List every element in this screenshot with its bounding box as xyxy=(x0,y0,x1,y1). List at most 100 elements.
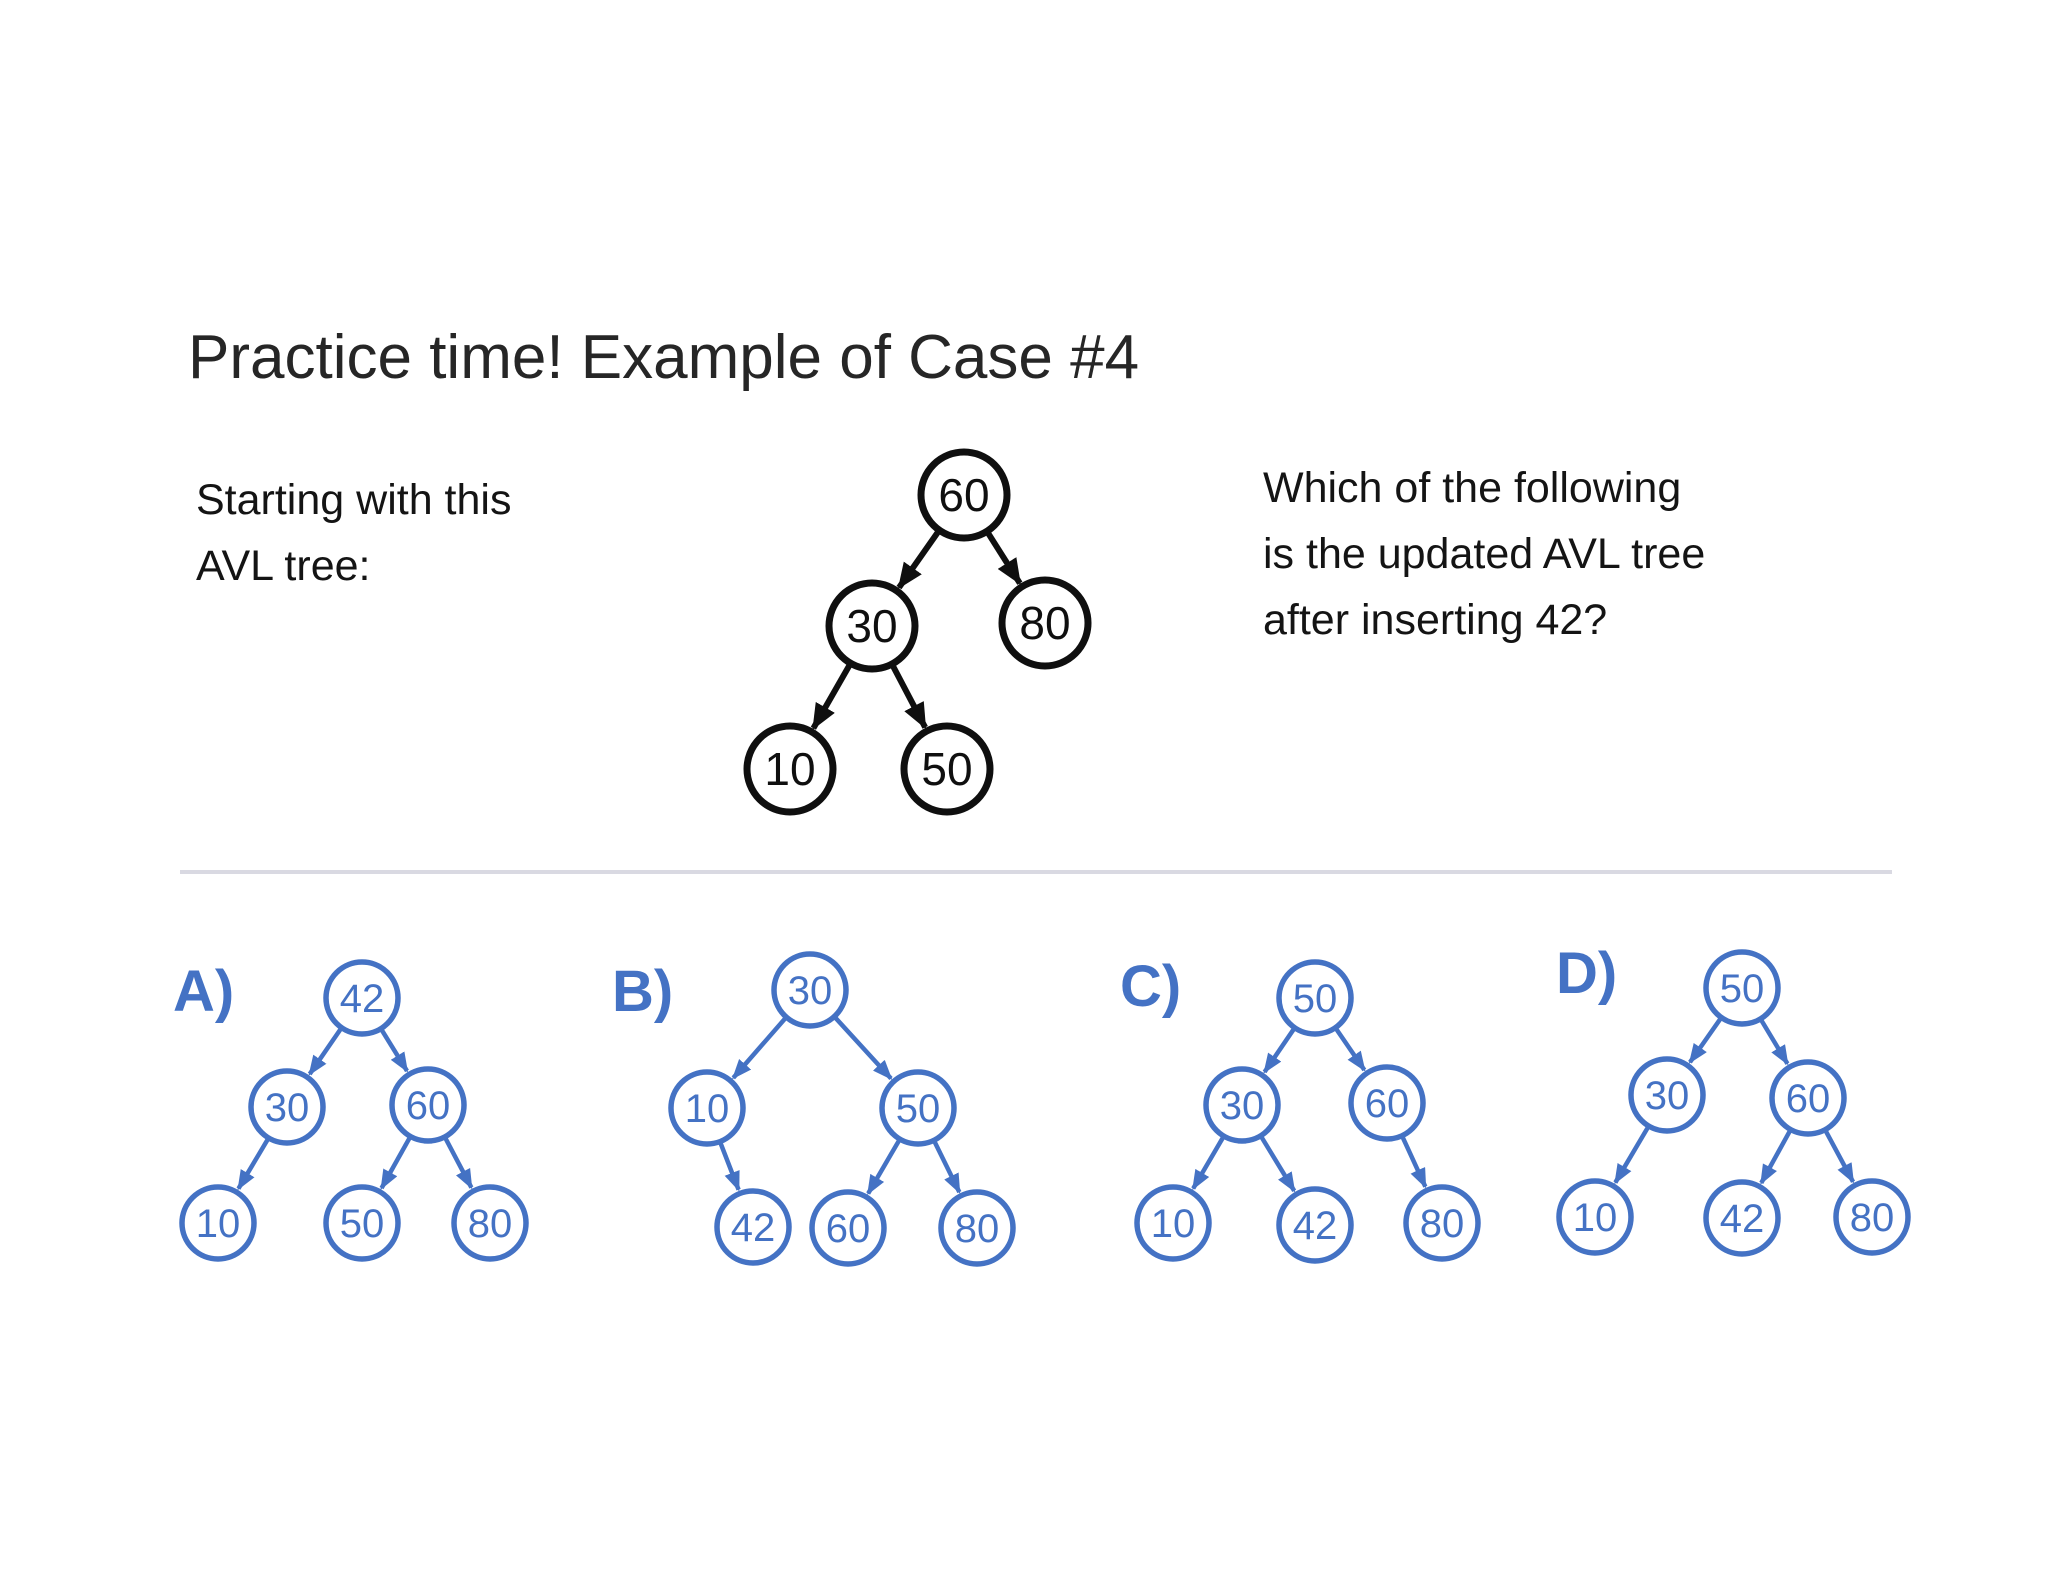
tree-edge-42-60 xyxy=(379,1028,409,1073)
page-title: Practice time! Example of Case #4 xyxy=(188,323,1140,392)
tree-node-value-30: 30 xyxy=(265,1086,310,1130)
tree-node-circle-80 xyxy=(938,1189,1016,1267)
tree-edge-50-60 xyxy=(1759,1018,1790,1066)
tree-edge-42-30 xyxy=(307,1027,343,1076)
tree-node-value-60: 60 xyxy=(1365,1082,1410,1126)
tree-node-value-42: 42 xyxy=(731,1206,776,1250)
tree-node-42: 42 xyxy=(1703,1179,1781,1257)
tree-node-60: 60 xyxy=(1348,1064,1426,1142)
tree-node-value-30: 30 xyxy=(846,600,897,652)
tree-node-value-60: 60 xyxy=(1786,1077,1831,1121)
tree-edge-30-10 xyxy=(1191,1135,1226,1191)
tree-node-50: 50 xyxy=(900,722,994,816)
tree-node-50: 50 xyxy=(323,1184,401,1262)
tree-node-circle-30 xyxy=(771,951,849,1029)
tree-edge-50-80 xyxy=(932,1140,962,1194)
tree-node-10: 10 xyxy=(1134,1184,1212,1262)
tree-edge-30-10 xyxy=(810,662,853,730)
tree-node-circle-50 xyxy=(900,722,994,816)
tree-edge-30-50 xyxy=(833,1015,893,1081)
tree-node-value-30: 30 xyxy=(788,969,833,1013)
tree-node-30: 30 xyxy=(1628,1056,1706,1134)
tree-node-42: 42 xyxy=(714,1188,792,1266)
tree-node-60: 60 xyxy=(389,1066,467,1144)
intro-line-1: Starting with this xyxy=(196,476,512,524)
tree-edge-60-80 xyxy=(1823,1129,1856,1184)
tree-node-circle-80 xyxy=(1403,1184,1481,1262)
tree-node-circle-60 xyxy=(917,448,1011,542)
tree-node-circle-42 xyxy=(1276,1186,1354,1264)
tree-edge-50-30 xyxy=(1688,1017,1723,1064)
tree-node-circle-60 xyxy=(1348,1064,1426,1142)
tree-node-60: 60 xyxy=(917,448,1011,542)
tree-node-42: 42 xyxy=(323,959,401,1037)
tree-node-circle-10 xyxy=(179,1184,257,1262)
tree-node-value-60: 60 xyxy=(826,1207,871,1251)
option-d-tree-diagram: 50 30 60 10 42 80 xyxy=(1556,949,1911,1257)
tree-node-value-10: 10 xyxy=(1573,1196,1618,1240)
option-c-label: C) xyxy=(1120,954,1182,1019)
tree-node-circle-50 xyxy=(879,1069,957,1147)
tree-node-circle-50 xyxy=(1703,949,1781,1027)
tree-node-60: 60 xyxy=(1769,1059,1847,1137)
tree-node-circle-10 xyxy=(743,722,837,816)
tree-node-value-50: 50 xyxy=(1720,967,1765,1011)
tree-node-value-30: 30 xyxy=(1220,1084,1265,1128)
tree-node-10: 10 xyxy=(1556,1178,1634,1256)
intro-text: Starting with this AVL tree: xyxy=(196,467,511,599)
tree-node-80: 80 xyxy=(938,1189,1016,1267)
tree-node-value-80: 80 xyxy=(1850,1196,1895,1240)
tree-node-value-10: 10 xyxy=(1151,1202,1196,1246)
divider-line xyxy=(180,870,1892,874)
tree-node-circle-80 xyxy=(998,576,1092,670)
tree-node-circle-30 xyxy=(248,1068,326,1146)
tree-node-value-50: 50 xyxy=(1293,977,1338,1021)
tree-node-circle-50 xyxy=(323,1184,401,1262)
tree-node-value-80: 80 xyxy=(955,1207,1000,1251)
tree-node-80: 80 xyxy=(1403,1184,1481,1262)
tree-node-value-80: 80 xyxy=(1019,597,1070,649)
tree-node-value-42: 42 xyxy=(1720,1197,1765,1241)
tree-node-80: 80 xyxy=(451,1184,529,1262)
option-c-tree-diagram: 50 30 60 10 42 80 xyxy=(1134,959,1481,1264)
question-line-1: Which of the following xyxy=(1263,464,1682,512)
tree-edge-60-80 xyxy=(1400,1135,1428,1189)
tree-edge-60-30 xyxy=(896,529,942,590)
tree-node-value-80: 80 xyxy=(1420,1202,1465,1246)
tree-node-circle-30 xyxy=(1203,1066,1281,1144)
tree-edge-30-10 xyxy=(236,1137,271,1191)
tree-node-42: 42 xyxy=(1276,1186,1354,1264)
question-line-2: is the updated AVL tree xyxy=(1263,530,1706,578)
tree-edge-30-42 xyxy=(1259,1135,1297,1193)
tree-node-10: 10 xyxy=(743,722,837,816)
tree-node-circle-42 xyxy=(1703,1179,1781,1257)
tree-node-value-50: 50 xyxy=(340,1202,385,1246)
tree-node-circle-10 xyxy=(668,1069,746,1147)
tree-node-30: 30 xyxy=(1203,1066,1281,1144)
tree-node-10: 10 xyxy=(668,1069,746,1147)
tree-edge-30-10 xyxy=(731,1016,788,1080)
tree-node-value-60: 60 xyxy=(406,1084,451,1128)
tree-node-80: 80 xyxy=(1833,1178,1911,1256)
tree-node-30: 30 xyxy=(248,1068,326,1146)
tree-node-80: 80 xyxy=(998,576,1092,670)
option-a-label: A) xyxy=(173,959,235,1024)
tree-edge-30-50 xyxy=(889,663,928,730)
tree-node-value-80: 80 xyxy=(468,1202,513,1246)
option-d-label: D) xyxy=(1556,941,1618,1006)
tree-node-50: 50 xyxy=(1703,949,1781,1027)
tree-node-circle-80 xyxy=(1833,1178,1911,1256)
tree-node-50: 50 xyxy=(1276,959,1354,1037)
tree-node-value-42: 42 xyxy=(340,977,385,1021)
tree-node-value-30: 30 xyxy=(1645,1074,1690,1118)
tree-node-value-50: 50 xyxy=(896,1087,941,1131)
tree-node-value-10: 10 xyxy=(685,1087,730,1131)
tree-node-value-50: 50 xyxy=(921,743,972,795)
tree-node-50: 50 xyxy=(879,1069,957,1147)
option-a-tree-diagram: 42 30 60 10 50 80 xyxy=(179,959,529,1262)
tree-edge-50-60 xyxy=(866,1138,902,1196)
tree-node-10: 10 xyxy=(179,1184,257,1262)
option-b-label: B) xyxy=(612,959,674,1024)
tree-node-circle-30 xyxy=(825,579,919,673)
